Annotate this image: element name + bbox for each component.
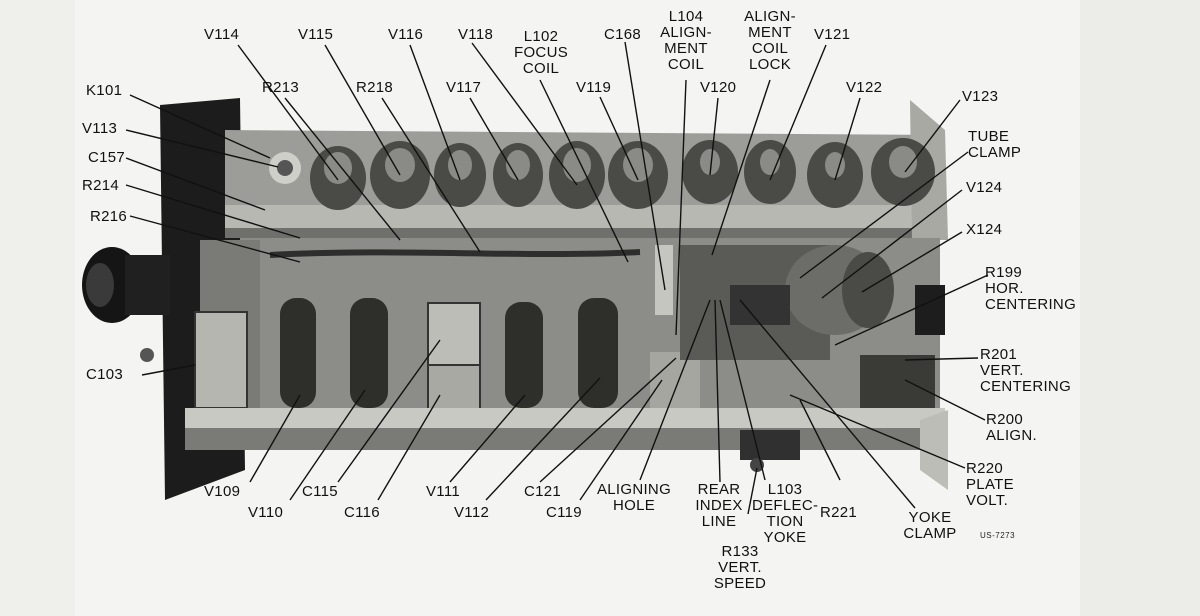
label-v109: V109 bbox=[204, 483, 241, 500]
label-v116: V116 bbox=[388, 26, 424, 43]
label-v112: V112 bbox=[454, 504, 490, 521]
label-r218: R218 bbox=[356, 79, 394, 96]
label-r216: R216 bbox=[90, 208, 128, 225]
label-v110: V110 bbox=[248, 504, 284, 521]
label-x124: X124 bbox=[966, 221, 1003, 238]
label-v121: V121 bbox=[814, 26, 851, 43]
label-v114: V114 bbox=[204, 26, 240, 43]
label-c115: C115 bbox=[302, 483, 338, 500]
label-r213: R213 bbox=[262, 79, 300, 96]
label-c157: C157 bbox=[88, 149, 126, 166]
label-v118: V118 bbox=[458, 26, 494, 43]
label-c103: C103 bbox=[86, 366, 124, 383]
label-v123: V123 bbox=[962, 88, 999, 105]
label-c168: C168 bbox=[604, 26, 642, 43]
label-c119: C119 bbox=[546, 504, 582, 521]
label-v113: V113 bbox=[82, 120, 118, 137]
label-r221: R221 bbox=[820, 504, 858, 521]
label-v122: V122 bbox=[846, 79, 883, 96]
label-v124: V124 bbox=[966, 179, 1003, 196]
label-v119: V119 bbox=[576, 79, 612, 96]
label-k101: K101 bbox=[86, 82, 123, 99]
label-v111: V111 bbox=[426, 483, 461, 500]
label-c116: C116 bbox=[344, 504, 380, 521]
label-r214: R214 bbox=[82, 177, 120, 194]
plate-number: US-7273 bbox=[980, 531, 1016, 540]
label-v120: V120 bbox=[700, 79, 737, 96]
label-v115: V115 bbox=[298, 26, 334, 43]
label-v117: V117 bbox=[446, 79, 482, 96]
label-c121: C121 bbox=[524, 483, 562, 500]
